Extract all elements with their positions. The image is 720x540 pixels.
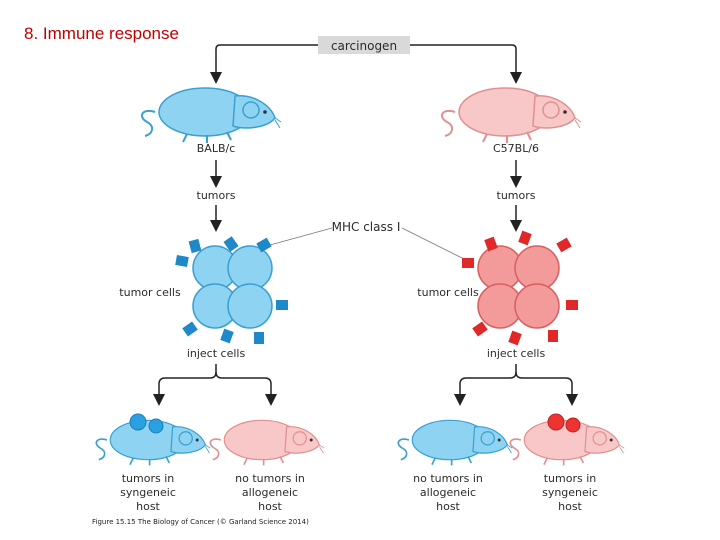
arrow-left-split-b: [215, 371, 277, 406]
carcinogen-label: carcinogen: [331, 39, 397, 53]
slide-title: 8. Immune response: [24, 24, 179, 43]
inject-right-label: inject cells: [487, 347, 546, 360]
arrow-left-split-a: [153, 364, 217, 406]
right-tumor-cells: [462, 230, 578, 346]
figure-caption: Figure 15.15 The Biology of Cancer (© Ga…: [92, 518, 309, 526]
mhc-pointer-left: [269, 227, 333, 246]
outcome-line: allogeneic: [242, 486, 298, 499]
tumor-nodule: [148, 418, 164, 434]
allogeneic-mouse-right: [397, 419, 514, 467]
arrow-right-split-a: [454, 364, 517, 406]
tumor-cells-left-label: tumor cells: [119, 286, 181, 299]
tumor-nodule: [129, 413, 147, 431]
tumor-nodule: [547, 413, 565, 431]
tumors-left-label: tumors: [197, 189, 236, 202]
outcome-line: tumors in: [544, 472, 597, 485]
arrow-to-c57: [410, 44, 522, 84]
outcome-line: tumors in: [122, 472, 175, 485]
outcome-line: no tumors in: [235, 472, 305, 485]
tumors-right-label: tumors: [497, 189, 536, 202]
tumor-cells-right-label: tumor cells: [417, 286, 479, 299]
strain-right-label: C57BL/6: [493, 142, 539, 155]
outcome-line: no tumors in: [413, 472, 483, 485]
mhc-pointer-right: [401, 227, 471, 263]
outcome-line: host: [136, 500, 160, 513]
strain-left-label: BALB/c: [197, 142, 236, 155]
tumor-nodule: [565, 417, 581, 433]
left-tumor-cells: [175, 236, 288, 344]
arrow-right-split-b: [515, 371, 578, 406]
outcome-line: syngeneic: [542, 486, 598, 499]
outcome-4: tumors in syngeneic host: [542, 472, 598, 513]
outcome-3: no tumors in allogeneic host: [413, 472, 483, 513]
outcome-line: host: [258, 500, 282, 513]
outcome-1: tumors in syngeneic host: [120, 472, 176, 513]
outcome-2: no tumors in allogeneic host: [235, 472, 305, 513]
arrow-to-balbc: [210, 44, 318, 84]
outcome-line: host: [436, 500, 460, 513]
balbc-mouse: [140, 87, 282, 144]
mhc-label: MHC class I: [332, 220, 401, 234]
c57-mouse: [440, 87, 582, 144]
outcome-line: allogeneic: [420, 486, 476, 499]
outcome-line: syngeneic: [120, 486, 176, 499]
carcinogen-box: [318, 36, 410, 54]
allogeneic-mouse-left: [209, 419, 326, 467]
outcome-line: host: [558, 500, 582, 513]
inject-left-label: inject cells: [187, 347, 246, 360]
